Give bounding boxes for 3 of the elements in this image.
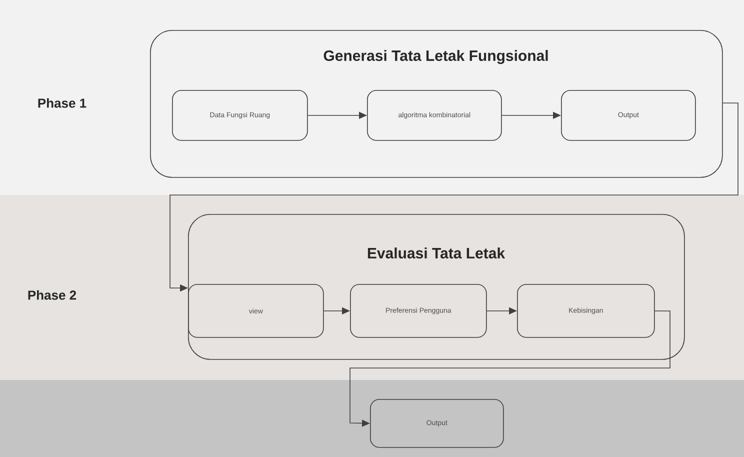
phase-label: Phase 2 — [28, 290, 76, 300]
phase-label: Phase 1 — [38, 98, 86, 108]
arrow — [350, 310, 670, 427]
